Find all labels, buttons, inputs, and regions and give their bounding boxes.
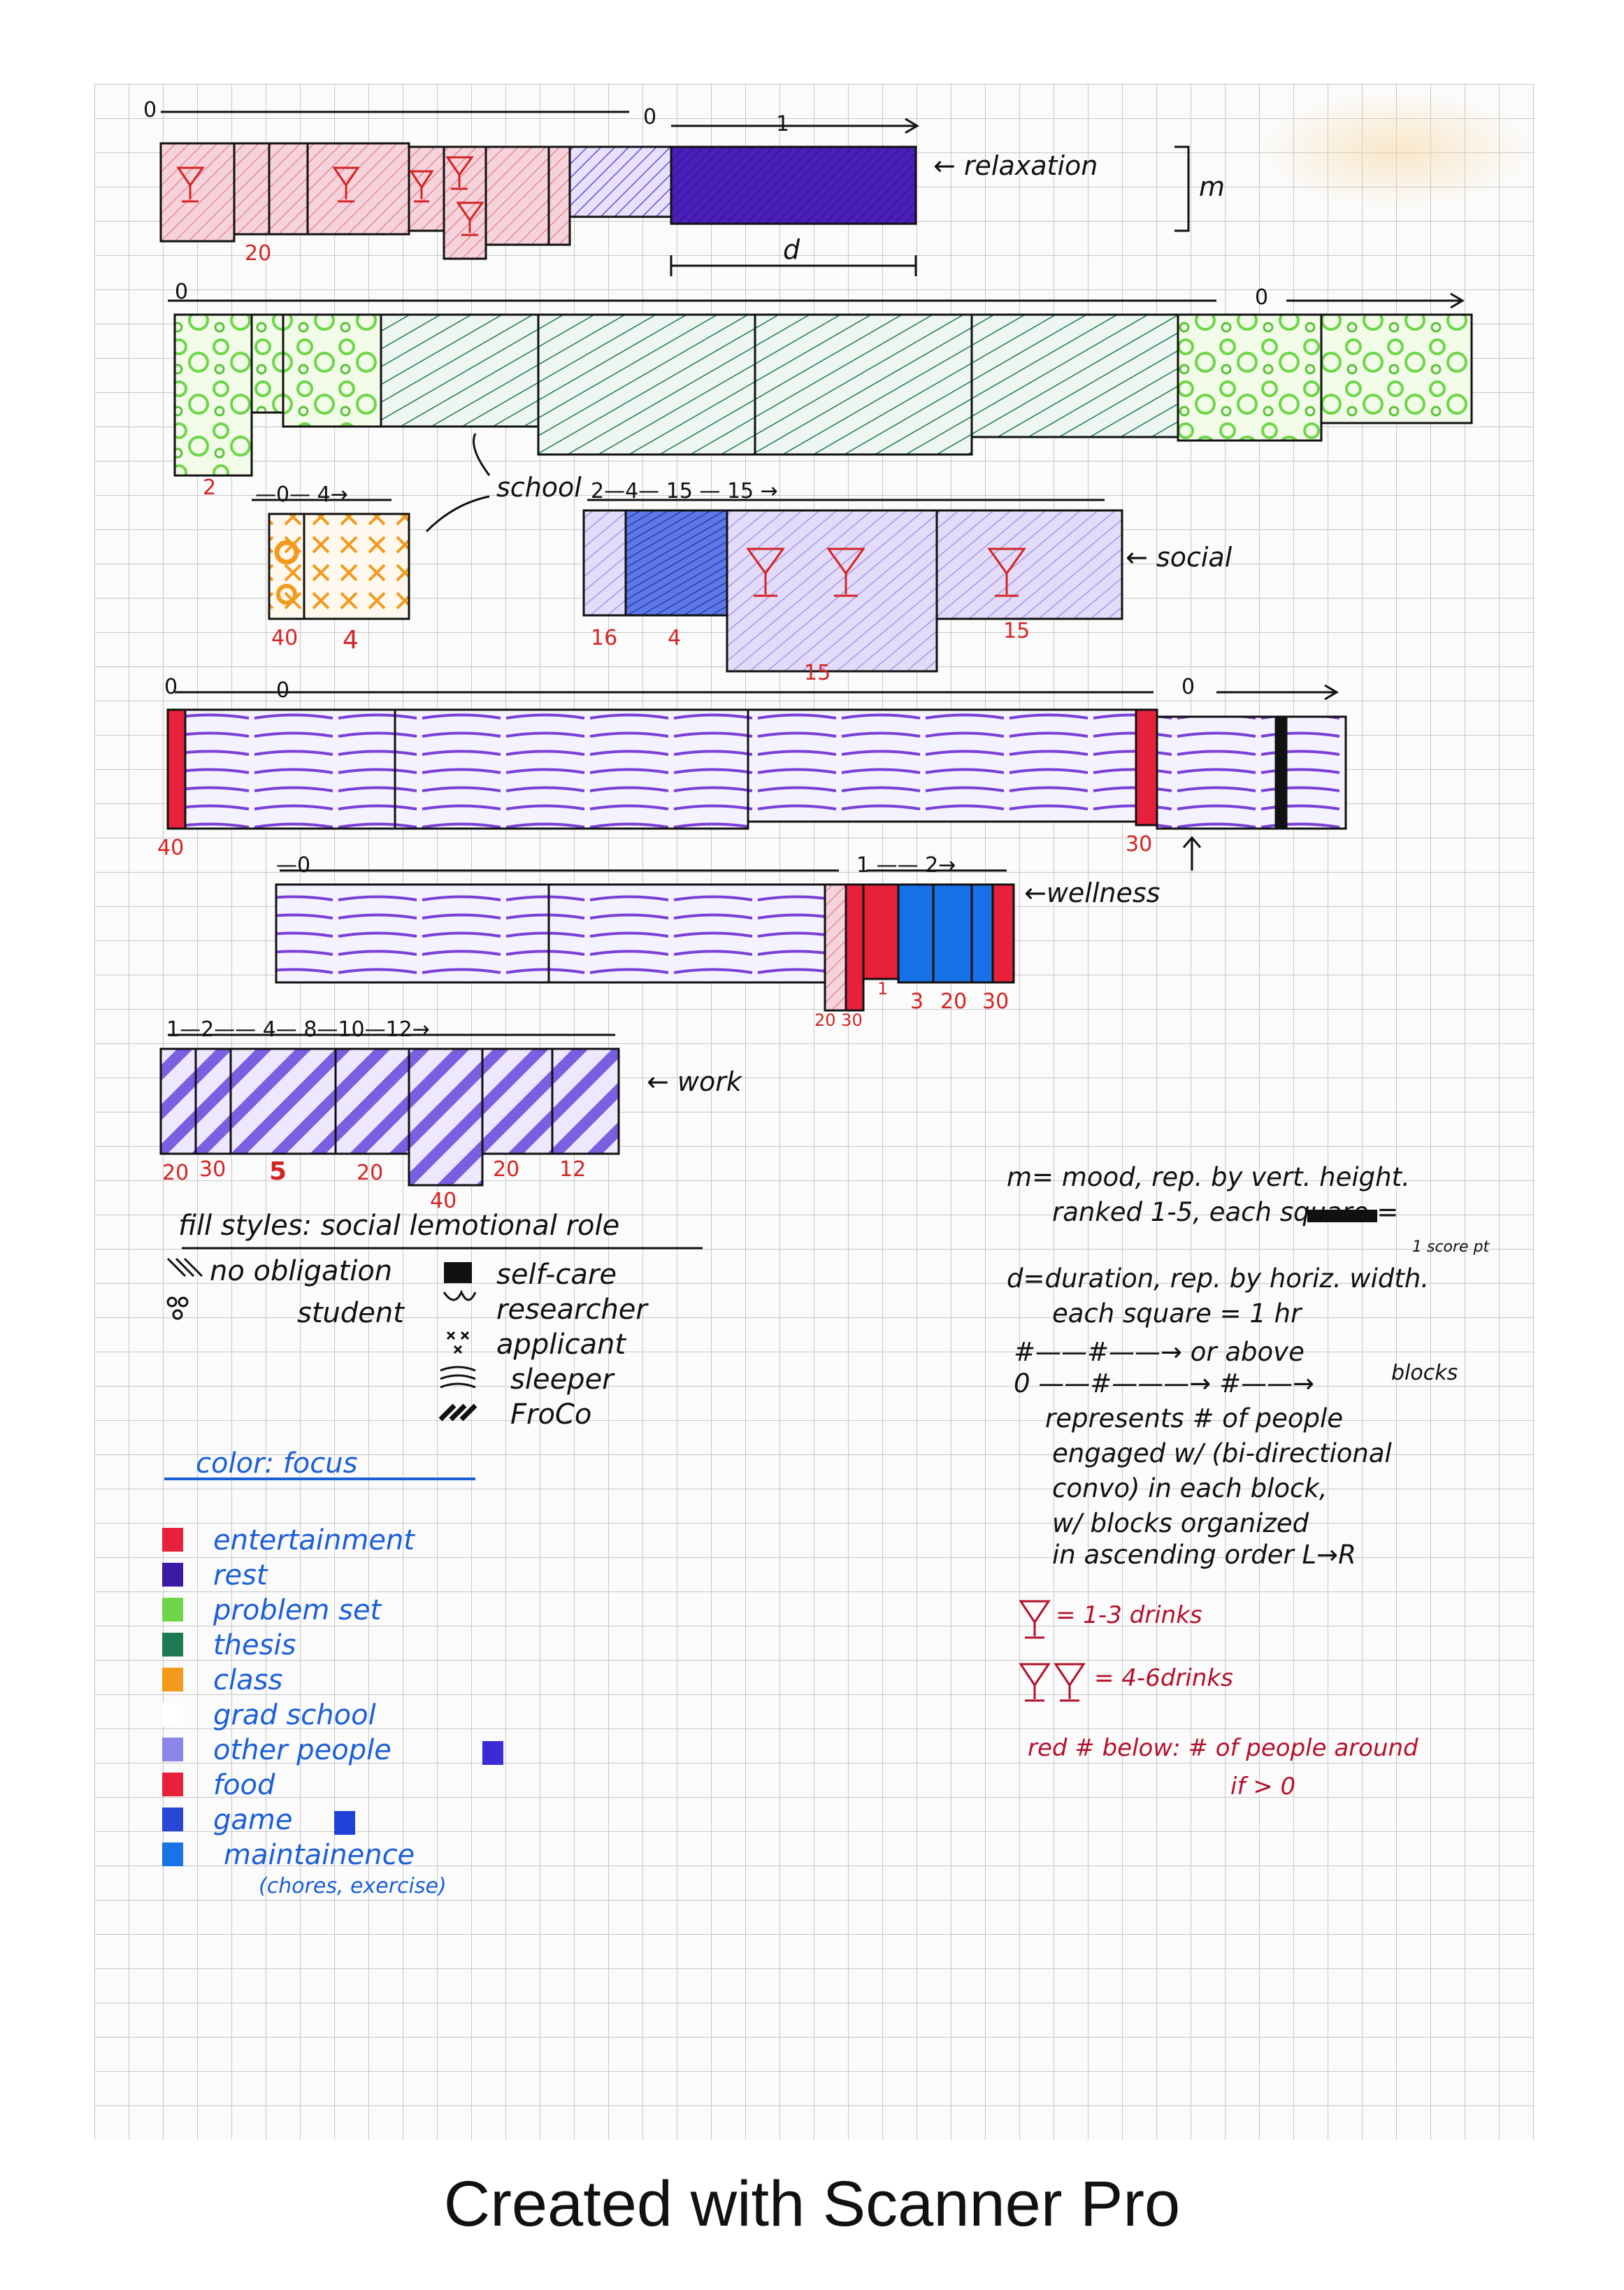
color-legend-item-5: grad school — [213, 1699, 376, 1731]
color-legend-title: color: focus — [196, 1447, 358, 1480]
row6-below-5: 20 — [493, 1157, 520, 1182]
label-relaxation: ← relaxation — [933, 150, 1098, 181]
label-school: school — [496, 472, 582, 503]
row4-below-0: 40 — [157, 836, 185, 860]
row-work — [159, 1033, 703, 1250]
social-below-3: 15 — [1003, 619, 1030, 643]
martini-icons-row3 — [746, 548, 1026, 597]
fill-legend-item-4: applicant — [496, 1329, 626, 1361]
row6-below-4: 40 — [430, 1189, 457, 1213]
color-legend-item-6: other people — [213, 1734, 391, 1766]
note-m-3: 1 score pt — [1412, 1238, 1490, 1256]
class-below-0: 40 — [271, 626, 299, 650]
note-p-6: w/ blocks organized — [1052, 1508, 1309, 1538]
row-sleeper — [166, 684, 1347, 871]
row4-people-mid: 0 — [276, 678, 290, 703]
note-m-1: m= mood, rep. by vert. height. — [1007, 1162, 1410, 1192]
row6-below-3: 20 — [357, 1161, 384, 1185]
note-p-4: engaged w/ (bi-directional — [1052, 1438, 1392, 1468]
note-p-1: #——#——→ or above — [1014, 1337, 1305, 1367]
color-legend-item-9: maintainence — [224, 1839, 415, 1871]
row5-below-1: 1 — [877, 979, 889, 999]
color-legend-item-10: (chores, exercise) — [259, 1874, 447, 1898]
color-legend-item-1: rest — [213, 1559, 268, 1591]
row2-people-right: 0 — [1255, 285, 1269, 310]
paper-stain — [1258, 91, 1535, 210]
row6-people-top: 1—2—— 4— 8—10—12→ — [166, 1017, 430, 1042]
note-p-3: represents # of people — [1045, 1403, 1344, 1433]
row-relaxation — [159, 110, 1190, 276]
note-d-2: each square = 1 hr — [1052, 1298, 1302, 1329]
note-drinks-2: = 4-6drinks — [1094, 1664, 1233, 1692]
row1-people-mid: 0 — [643, 105, 657, 129]
row6-below-6: 12 — [559, 1157, 587, 1182]
label-social: ← social — [1126, 542, 1233, 573]
note-p-2: 0 ——#———→ #——→ — [1014, 1368, 1315, 1398]
row2-below-0: 2 — [203, 475, 217, 500]
color-legend-item-2: problem set — [213, 1594, 382, 1626]
label-work: ← work — [647, 1066, 742, 1097]
note-p-1b: blocks — [1391, 1361, 1458, 1385]
martini-icons-row1 — [176, 156, 484, 236]
row-wellness — [275, 869, 1015, 1012]
row5-people-left: —0 — [276, 853, 311, 878]
fill-legend-title: fill styles: social lemotional role — [178, 1210, 620, 1242]
color-legend-item-7: food — [213, 1769, 275, 1801]
social-people-top: 2—4— 15 — 15 → — [591, 479, 778, 503]
row4-people-left: 0 — [164, 675, 178, 699]
row-school — [168, 292, 1473, 477]
class-people-top: —0— 4→ — [255, 482, 348, 507]
fill-legend-item-2: self-care — [496, 1259, 617, 1291]
note-red-1: red # below: # of people around — [1028, 1734, 1418, 1762]
fill-legend-item-6: FroCo — [510, 1398, 592, 1431]
label-m: m — [1199, 171, 1226, 202]
row1-below-0: 20 — [245, 241, 272, 266]
row1-people-left: 0 — [143, 98, 157, 122]
row1-people-right: 1 — [776, 112, 790, 136]
note-drinks-1: = 1-3 drinks — [1056, 1601, 1202, 1629]
row5-below-3: 20 — [940, 989, 968, 1014]
fill-legend-swatches — [164, 1257, 477, 1480]
note-p-5: convo) in each block, — [1052, 1473, 1328, 1503]
row4-people-right: 0 — [1181, 675, 1195, 699]
label-wellness: ←wellness — [1024, 878, 1160, 908]
class-below-1: 4 — [343, 626, 359, 654]
social-below-0: 16 — [591, 626, 618, 650]
row5-people-right: 1 —— 2→ — [856, 853, 956, 878]
note-d-1: d=duration, rep. by horiz. width. — [1007, 1264, 1430, 1294]
fill-legend-item-0: no obligation — [210, 1255, 393, 1287]
row5-below-2: 3 — [910, 989, 924, 1014]
row4-below-1: 30 — [1126, 832, 1153, 857]
note-p-7: in ascending order L→R — [1052, 1540, 1356, 1570]
row5-below-4: 30 — [982, 989, 1009, 1014]
drink-legend-icons — [1019, 1600, 1086, 1702]
footer-watermark: Created with Scanner Pro — [443, 2168, 1181, 2240]
row6-below-1: 30 — [199, 1157, 227, 1182]
social-below-2: 15 — [804, 661, 831, 685]
label-d: d — [783, 234, 800, 265]
color-legend-item-0: entertainment — [213, 1524, 415, 1557]
fill-legend-item-5: sleeper — [510, 1364, 614, 1396]
note-m-2: ranked 1-5, each square = — [1052, 1197, 1399, 1227]
color-legend-item-3: thesis — [213, 1629, 296, 1661]
row6-below-0: 20 — [162, 1161, 189, 1185]
social-below-1: 4 — [668, 626, 682, 650]
row2-people-left: 0 — [175, 280, 189, 304]
scribble-icon — [1307, 1210, 1377, 1222]
color-legend-item-4: class — [213, 1664, 283, 1696]
color-legend-swatches — [162, 1528, 503, 1866]
row5-below-0: 20 30 — [814, 1010, 863, 1030]
fill-legend-item-3: researcher — [496, 1294, 647, 1326]
note-red-2: if > 0 — [1230, 1773, 1296, 1801]
row-class-social — [252, 495, 1123, 673]
color-legend-item-8: game — [213, 1804, 293, 1836]
fill-legend-item-1: student — [297, 1297, 404, 1329]
row6-below-2: 5 — [269, 1157, 287, 1186]
